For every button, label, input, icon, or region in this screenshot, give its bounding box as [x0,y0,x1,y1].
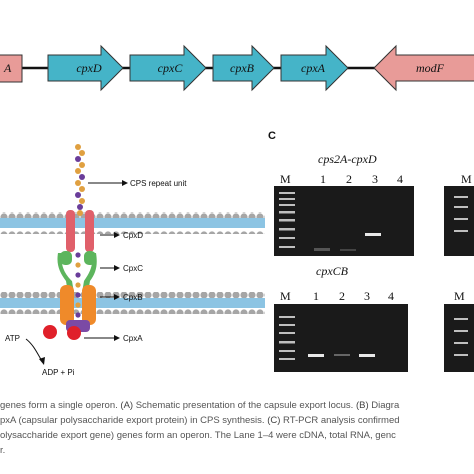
lane-label-m-right-top: M [461,172,472,186]
gene-label-cpxa: cpxA [301,61,326,75]
lane-label-1-top: 1 [320,172,326,186]
band-lane3-top [365,233,381,236]
gene-arrow-cpxd: cpxD [47,44,124,92]
cpxa-protein [43,320,90,340]
lane-label-m-top: M [280,172,291,186]
caption-line-2: pxA (capsular polysaccharide export prot… [0,415,400,426]
cpxd-label: CpxD [123,231,143,240]
gene-label-cpxb: cpxB [230,61,255,75]
lane-label-2-bottom: 2 [339,289,345,303]
lane-label-1-bottom: 1 [313,289,319,303]
lane-label-3-top: 3 [372,172,378,186]
figure-caption: genes form a single operon. (A) Schemati… [0,398,474,458]
lane-label-4-bottom: 4 [388,289,394,303]
lane-label-m-right-bottom: M [454,289,465,303]
export-model-diagram: CPS repeat unit CpxD CpxC CpxB [0,144,265,377]
cpxd-protein [66,210,94,252]
cps-repeat-chain [75,144,85,216]
band-lane1-bottom [308,354,324,357]
gene-label-a: A [3,61,12,75]
gene-label-cpxd: cpxD [76,61,102,75]
gene-arrow-cpxa: cpxA [280,44,349,92]
lane-label-3-bottom: 3 [364,289,370,303]
gene-label-modf: modF [416,61,445,75]
cpxc-protein [57,251,97,293]
caption-line-4: r. [0,445,6,456]
panel-c-label: C [268,130,276,142]
cps-repeat-unit-label: CPS repeat unit [130,179,187,188]
gel-image-top-right [444,186,474,256]
atp-label: ATP [5,334,20,343]
adp-label: ADP + Pi [42,368,75,377]
gene-locus-diagram: A cpxD cpxC cpxB cpxA modF [0,44,474,92]
gel-image-bottom [274,304,408,372]
lane-label-m-bottom: M [280,289,291,303]
gel-image-top [274,186,414,256]
lane-label-2-top: 2 [346,172,352,186]
gene-arrow-modf: modF [373,44,474,92]
gene-arrow-cpxc: cpxC [129,44,207,92]
caption-line-3: olysaccharide export gene) genes form an… [0,430,396,441]
cpxb-protein [60,285,96,325]
cpxc-label: CpxC [123,264,143,273]
cps-chain-in-channel [75,252,81,318]
ladder-bands-bottom [279,316,295,360]
caption-line-1: genes form a single operon. (A) Schemati… [0,400,400,411]
gel2-title: cpxCB [316,264,348,278]
gel1-title: cps2A-cpxD [318,152,377,166]
gene-arrow-cpxb: cpxB [212,44,275,92]
gene-arrow-a: A [0,54,23,83]
band-lane3-bottom [359,354,375,357]
gel-image-bottom-right [444,304,474,372]
cpxa-label: CpxA [123,334,143,343]
lane-label-4-top: 4 [397,172,403,186]
gene-label-cpxc: cpxC [158,61,184,75]
ladder-bands-top [279,192,295,248]
cpxb-label: CpxB [123,293,143,302]
